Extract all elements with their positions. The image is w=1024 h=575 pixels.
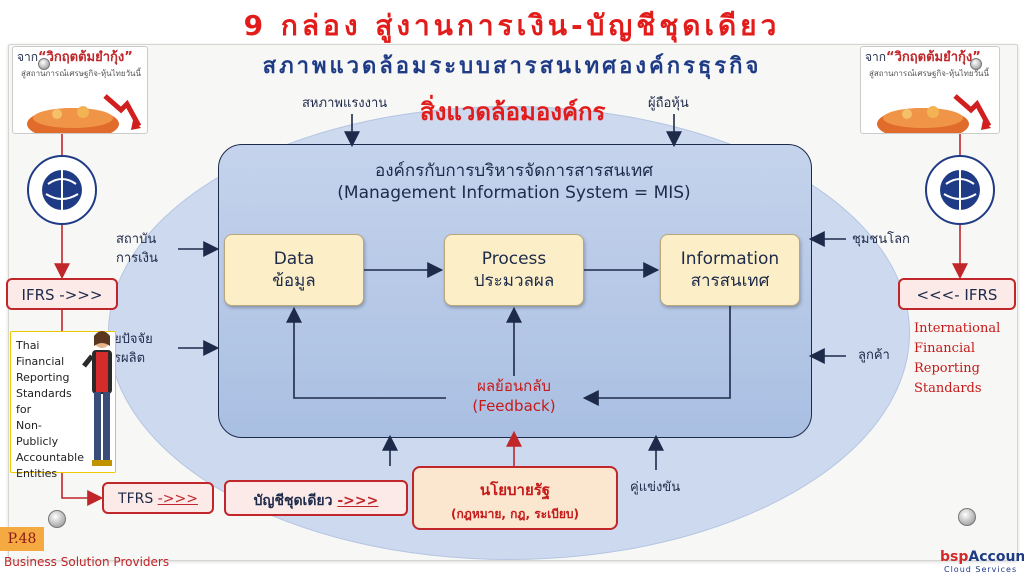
single-book-link[interactable]: ->>>	[337, 493, 379, 509]
right-banner-subtitle: สู่สถานการณ์เศรษฐกิจ-หุ้นไทยวันนี้	[869, 69, 989, 78]
right-banner-title: จาก“วิกฤตต้มยำกุ้ง”	[861, 47, 999, 67]
left-banner-image: จาก“วิกฤตต้มยำกุ้ง” สู่สถานการณ์เศรษฐกิจ…	[12, 46, 148, 134]
pin-icon	[38, 58, 50, 70]
ifrs-desc-line: International	[914, 321, 1001, 336]
information-box: Information สารสนเทศ	[660, 234, 800, 306]
label-competitors: คู่แข่งขัน	[630, 480, 681, 495]
label-financial-institution-l1: สถาบัน	[116, 232, 157, 247]
company-name: Business Solution Providers	[4, 555, 170, 569]
imf-logo-left-icon	[27, 155, 97, 225]
label-labor-union: สหภาพแรงงาน	[302, 96, 388, 111]
label-production-factors-l2: รผลิต	[114, 351, 146, 366]
tfrs-line: Entities	[16, 467, 58, 480]
process-box-th: ประมวลผล	[473, 271, 555, 291]
arrow-information-to-feedback	[582, 306, 731, 406]
brand-subtitle: Cloud Services	[944, 565, 1018, 574]
tfrs-line: for	[16, 403, 32, 416]
label-shareholders: ผู้ถือหุ้น	[648, 96, 689, 111]
government-policy-box[interactable]: นโยบายรัฐ (กฎหมาย, กฎ, ระเบียบ)	[412, 466, 618, 530]
businesswoman-figure-icon	[82, 331, 112, 466]
pin-icon	[48, 510, 66, 528]
information-box-en: Information	[680, 249, 780, 269]
mis-title: องค์กรกับการบริหารจัดการสารสนเทศ (Manage…	[218, 160, 810, 204]
slide-title: 9 กล่อง สู่งานการเงิน-บัญชีชุดเดียว	[243, 9, 781, 42]
information-box-th: สารสนเทศ	[690, 271, 770, 291]
environment-label: สิ่งแวดล้อมองค์กร	[420, 98, 606, 126]
label-production-factors: ยปัจจัย รผลิต	[114, 330, 153, 368]
tfrs-description: Thai Financial Reporting Standards for N…	[16, 338, 84, 482]
slide-subtitle: สภาพแวดล้อมระบบสารสนเทศองค์กรธุรกิจ	[262, 54, 762, 79]
label-global-community: ชุมชนโลก	[852, 232, 910, 247]
label-production-factors-l1: ยปัจจัย	[114, 332, 153, 347]
brand-logo-part-1: bsp	[940, 549, 969, 565]
label-customers: ลูกค้า	[858, 348, 890, 363]
single-book-button[interactable]: บัญชีชุดเดียว ->>>	[224, 480, 408, 516]
label-financial-institution: สถาบัน การเงิน	[116, 230, 158, 268]
tfrs-line: Non-Publicly	[16, 419, 59, 448]
page-number: P.48	[0, 527, 44, 551]
mis-title-en: (Management Information System = MIS)	[337, 183, 691, 203]
tfrs-button-label: TFRS	[118, 491, 158, 507]
left-banner-prefix: จาก	[17, 50, 39, 64]
data-box-en: Data	[273, 249, 315, 269]
feedback-en: (Feedback)	[472, 397, 556, 415]
pin-icon	[958, 508, 976, 526]
ifrs-desc-line: Financial	[914, 341, 976, 356]
feedback-th: ผลย้อนกลับ	[477, 377, 551, 395]
tfrs-line: Thai	[16, 339, 40, 352]
tom-yum-illustration-icon	[27, 94, 142, 133]
right-banner-title-text: “วิกฤตต้มยำกุ้ง”	[886, 50, 981, 65]
single-book-label: บัญชีชุดเดียว	[253, 493, 338, 509]
data-box: Data ข้อมูล	[224, 234, 364, 306]
left-banner-title: จาก“วิกฤตต้มยำกุ้ง”	[13, 47, 147, 67]
right-banner-prefix: จาก	[865, 50, 887, 64]
arrow-feedback-to-data	[286, 306, 446, 399]
left-banner-title-text: “วิกฤตต้มยำกุ้ง”	[38, 50, 133, 65]
brand-logo-part-2: Account	[968, 549, 1024, 565]
tom-yum-illustration-icon	[877, 94, 992, 133]
ifrs-right-button[interactable]: <<<- IFRS	[898, 278, 1016, 310]
process-box-en: Process	[481, 249, 547, 269]
tfrs-link[interactable]: ->>>	[157, 491, 198, 507]
feedback-label: ผลย้อนกลับ (Feedback)	[452, 376, 576, 416]
tfrs-line: Financial	[16, 355, 65, 368]
tfrs-line: Accountable	[16, 451, 84, 464]
left-banner-subtitle: สู่สถานการณ์เศรษฐกิจ-หุ้นไทยวันนี้	[21, 69, 141, 78]
ifrs-description: International Financial Reporting Standa…	[914, 319, 1000, 399]
tfrs-line: Reporting	[16, 371, 70, 384]
brand-logo: bspAccount	[940, 549, 1024, 565]
ifrs-desc-line: Standards	[914, 381, 982, 396]
data-box-th: ข้อมูล	[272, 271, 316, 291]
process-box: Process ประมวลผล	[444, 234, 584, 306]
policy-subtitle: (กฎหมาย, กฎ, ระเบียบ)	[451, 507, 579, 521]
ifrs-desc-line: Reporting	[914, 361, 980, 376]
ifrs-left-button[interactable]: IFRS ->>>	[6, 278, 118, 310]
pin-icon	[970, 58, 982, 70]
imf-logo-right-icon	[925, 155, 995, 225]
mis-title-th: องค์กรกับการบริหารจัดการสารสนเทศ	[375, 161, 653, 181]
tfrs-button[interactable]: TFRS ->>>	[102, 482, 214, 514]
tfrs-line: Standards	[16, 387, 72, 400]
policy-title: นโยบายรัฐ	[479, 481, 551, 499]
label-financial-institution-l2: การเงิน	[116, 251, 158, 266]
